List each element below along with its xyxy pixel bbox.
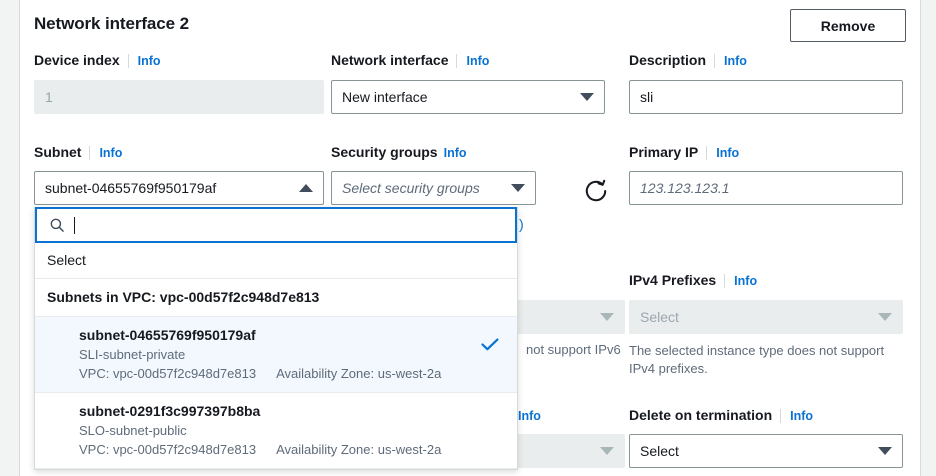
chevron-down-icon [511, 184, 525, 192]
chevron-down-icon [878, 313, 892, 321]
subnet-select-trigger[interactable]: subnet-04655769f950179af [34, 171, 324, 205]
info-link-subnet[interactable]: Info [89, 146, 123, 160]
chevron-down-icon [600, 313, 614, 321]
subnet-option-vpc: VPC: vpc-00d57f2c948d7e813 [79, 442, 257, 457]
primary-ip-input[interactable] [629, 171, 903, 205]
info-link-network-interface[interactable]: Info [456, 54, 490, 68]
info-link-ipv6-prefixes[interactable]: Info [518, 409, 541, 423]
network-interface-value: New interface [342, 89, 428, 105]
security-group-link-tail[interactable]: ) [519, 216, 524, 232]
subnet-option-id: subnet-04655769f950179af [79, 327, 256, 343]
ipv4-prefixes-select: Select [629, 300, 903, 334]
subnet-option-meta: VPC: vpc-00d57f2c948d7e813 Availability Z… [79, 440, 477, 459]
subnet-search-field[interactable] [35, 207, 517, 243]
chevron-down-icon [600, 447, 614, 455]
delete-on-termination-select[interactable]: Select [629, 434, 903, 468]
subnet-option-select[interactable]: Select [35, 243, 517, 279]
subnet-option-id: subnet-0291f3c997397b8ba [79, 403, 261, 419]
description-input[interactable] [629, 80, 903, 114]
page-title: Network interface 2 [34, 14, 189, 33]
ipv4-prefixes-help-text: The selected instance type does not supp… [629, 343, 885, 376]
chevron-down-icon [878, 447, 892, 455]
device-index-input [34, 80, 324, 114]
security-groups-select[interactable]: Select security groups [331, 171, 536, 205]
remove-button[interactable]: Remove [790, 9, 906, 42]
info-link-security-groups[interactable]: Info [443, 146, 467, 160]
subnet-selected-value: subnet-04655769f950179af [45, 180, 217, 196]
subnet-dropdown: Select Subnets in VPC: vpc-00d57f2c948d7… [34, 207, 518, 470]
info-link-delete-on-termination[interactable]: Info [780, 409, 814, 423]
subnet-option-name: SLI-subnet-private [79, 347, 186, 362]
network-interface-select[interactable]: New interface [331, 80, 605, 114]
info-link-primary-ip[interactable]: Info [706, 146, 740, 160]
subnet-option-az: Availability Zone: us-west-2a [276, 442, 442, 457]
text-cursor [74, 216, 75, 234]
info-link-description[interactable]: Info [714, 54, 747, 68]
subnet-option-row[interactable]: subnet-0291f3c997397b8ba SLO-subnet-publ… [35, 393, 517, 469]
chevron-up-icon [299, 184, 313, 192]
ipv6-help-text: not support IPv6 [526, 342, 621, 357]
ipv4-prefixes-placeholder: Select [640, 309, 679, 325]
subnet-option-row[interactable]: subnet-04655769f950179af SLI-subnet-priv… [35, 317, 517, 393]
search-icon [50, 218, 64, 232]
info-link-device-index[interactable]: Info [127, 54, 161, 68]
subnet-group-header: Subnets in VPC: vpc-00d57f2c948d7e813 [35, 279, 517, 317]
delete-on-termination-value: Select [640, 443, 679, 459]
subnet-option-meta: VPC: vpc-00d57f2c948d7e813 Availability Z… [79, 364, 477, 383]
subnet-search-input[interactable] [75, 209, 503, 241]
refresh-icon[interactable] [583, 178, 609, 204]
chevron-down-icon [580, 93, 594, 101]
info-link-ipv4-prefixes[interactable]: Info [724, 274, 758, 288]
subnet-option-az: Availability Zone: us-west-2a [276, 366, 442, 381]
subnet-option-vpc: VPC: vpc-00d57f2c948d7e813 [79, 366, 257, 381]
subnet-option-name: SLO-subnet-public [79, 423, 187, 438]
page-gutter-left [0, 0, 19, 476]
check-icon [481, 338, 499, 351]
security-groups-placeholder: Select security groups [342, 180, 480, 196]
ipv6-prefixes-label: Info [518, 407, 541, 423]
page-gutter-right [921, 0, 936, 476]
